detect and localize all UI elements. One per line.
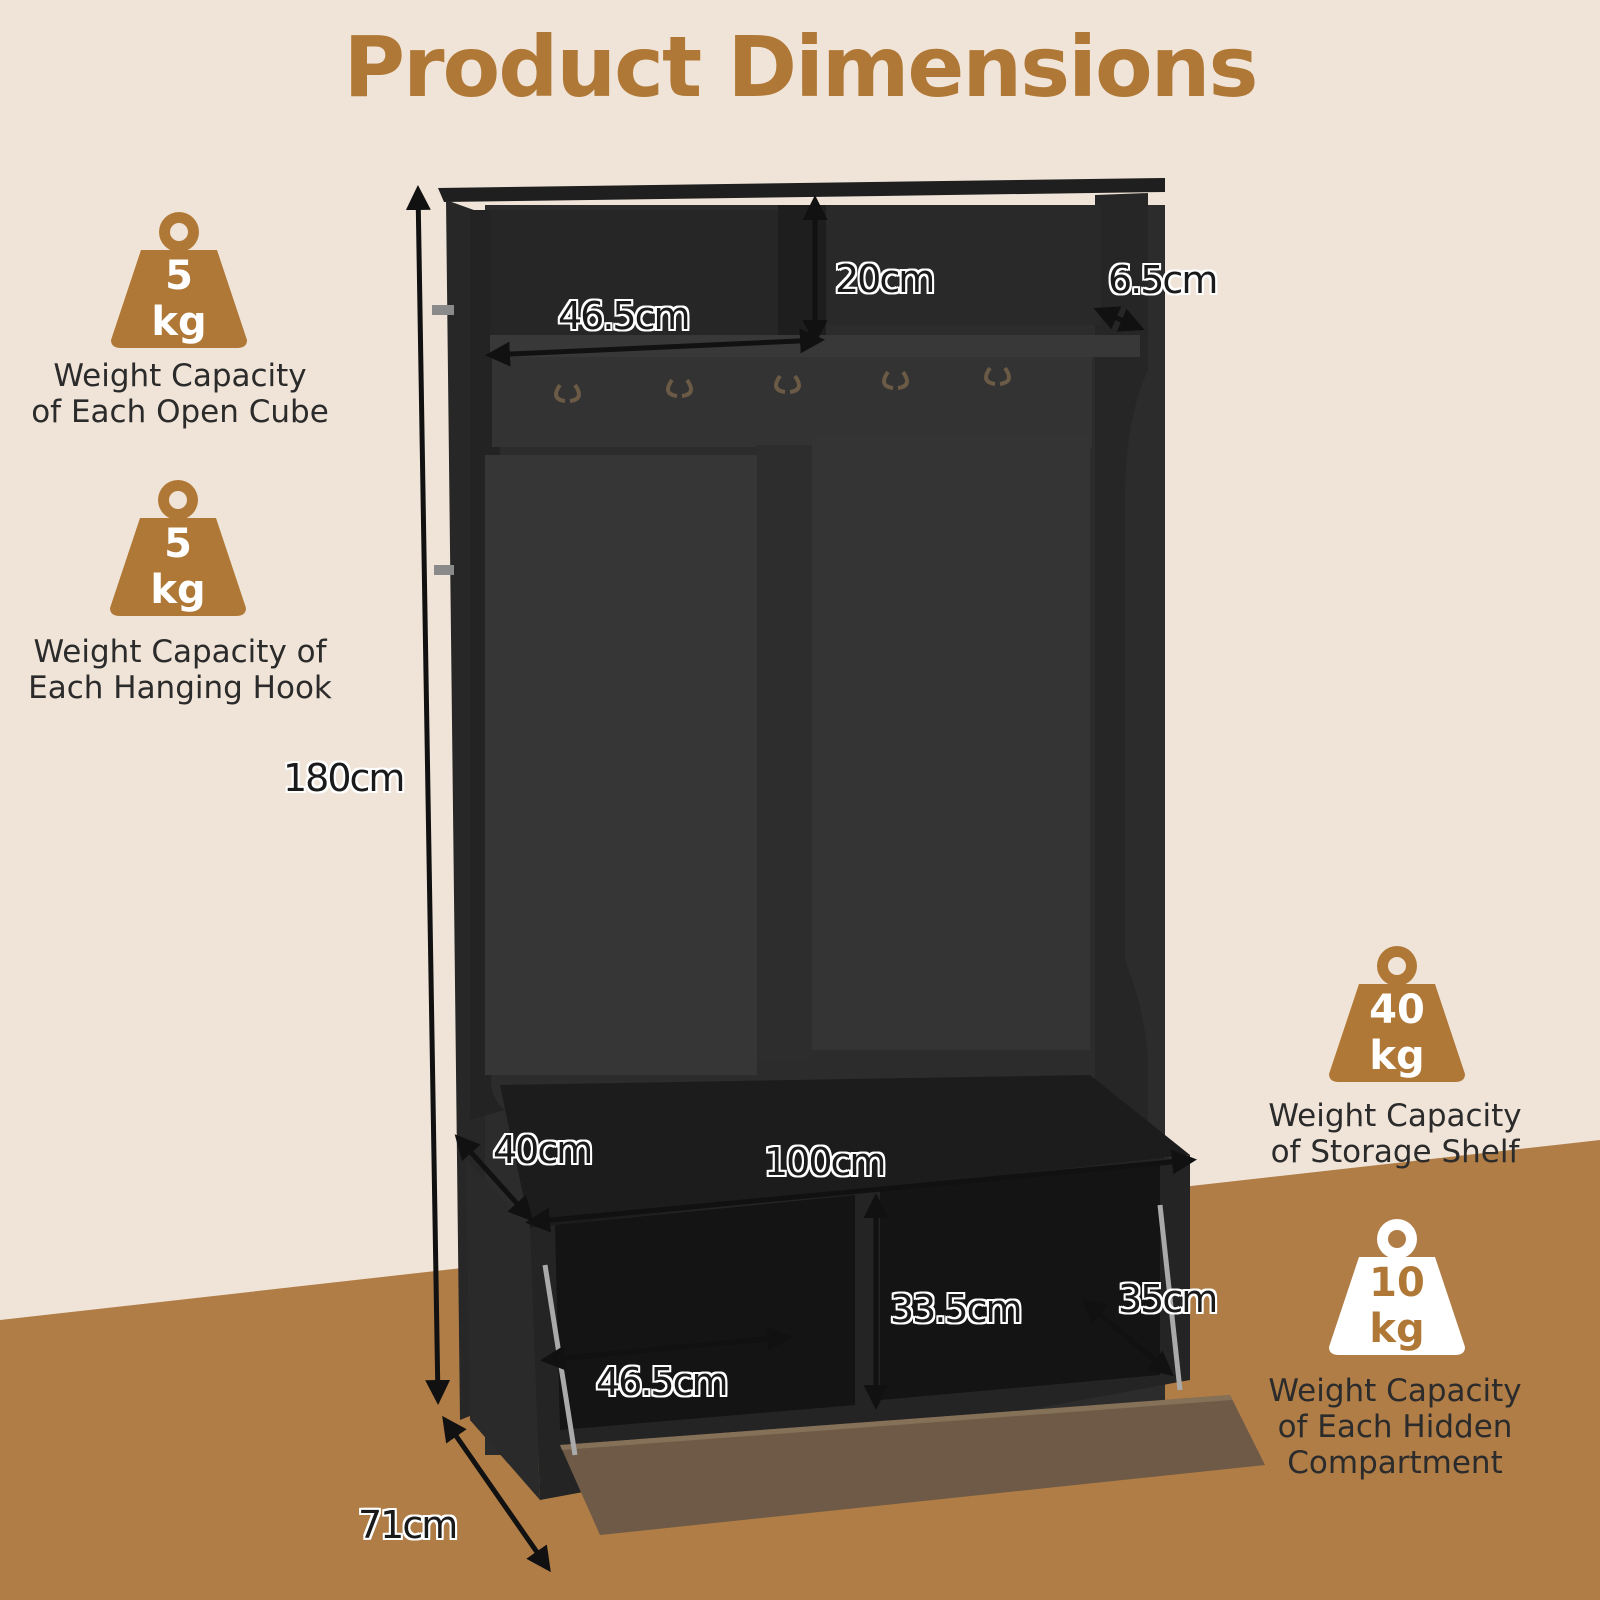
weight-icon xyxy=(110,480,246,616)
dimension-bench-depth: 40cm xyxy=(493,1128,593,1172)
weight-value: 5 xyxy=(164,521,192,567)
caption-line: Compartment xyxy=(1287,1445,1503,1481)
caption-line: of Each Open Cube xyxy=(31,394,329,430)
weight-icon xyxy=(1329,946,1465,1082)
weight-icon xyxy=(1329,1219,1465,1355)
caption-line: Each Hanging Hook xyxy=(28,670,332,706)
caption-storage-shelf: Weight Capacity of Storage Shelf xyxy=(1235,1098,1555,1170)
dimension-height: 180cm xyxy=(283,756,405,800)
page-title: Product Dimensions xyxy=(343,18,1259,116)
caption-line: Weight Capacity xyxy=(1268,1373,1522,1409)
weight-icon xyxy=(111,212,247,348)
weight-badge-storage-shelf: 40 kg xyxy=(1327,944,1467,1084)
caption-line: Weight Capacity of xyxy=(33,634,327,670)
weight-value: 10 xyxy=(1369,1260,1425,1306)
caption-line: of Storage Shelf xyxy=(1270,1134,1520,1170)
caption-line: of Each Hidden xyxy=(1277,1409,1513,1445)
weight-unit: kg xyxy=(150,567,206,613)
dimension-compartment-height: 33.5cm xyxy=(890,1287,1023,1331)
weight-badge-open-cube: 5 kg xyxy=(109,210,249,350)
caption-line: Weight Capacity xyxy=(1268,1098,1522,1134)
dimension-total-depth: 71cm xyxy=(358,1503,458,1547)
weight-badge-hidden-compartment: 10 kg xyxy=(1327,1217,1467,1357)
weight-unit: kg xyxy=(151,299,207,345)
caption-hanging-hook: Weight Capacity of Each Hanging Hook xyxy=(20,634,340,706)
weight-badge-hanging-hook: 5 kg xyxy=(108,478,248,618)
dimension-top-shelf-depth: 6.5cm xyxy=(1108,258,1218,302)
dimension-top-cube-width: 46.5cm xyxy=(558,294,691,338)
dimension-compartment-depth: 35cm xyxy=(1118,1277,1218,1321)
weight-value: 40 xyxy=(1369,987,1425,1033)
weight-unit: kg xyxy=(1369,1033,1425,1079)
dimension-compartment-width: 46.5cm xyxy=(596,1360,729,1404)
caption-open-cube: Weight Capacity of Each Open Cube xyxy=(20,358,340,430)
weight-value: 5 xyxy=(165,253,193,299)
weight-unit: kg xyxy=(1369,1306,1425,1352)
caption-hidden-compartment: Weight Capacity of Each Hidden Compartme… xyxy=(1235,1373,1555,1481)
dimension-top-cube-height: 20cm xyxy=(835,257,935,301)
dimension-total-width: 100cm xyxy=(764,1140,886,1184)
caption-line: Weight Capacity xyxy=(53,358,307,394)
